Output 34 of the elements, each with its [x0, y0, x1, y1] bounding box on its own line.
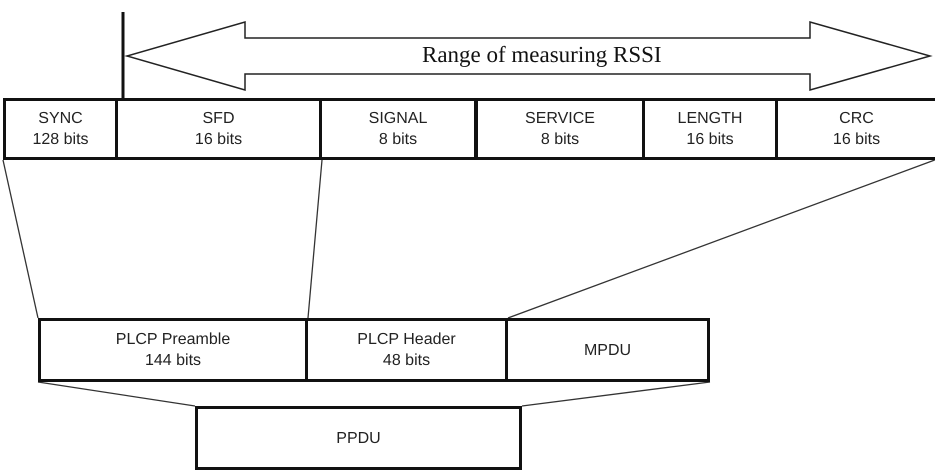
frame-field [115, 98, 322, 160]
frame-field [3, 98, 118, 160]
expansion-line [2, 160, 39, 318]
field-name: SYNC [38, 109, 83, 129]
expansion-line [307, 160, 323, 318]
frame-field [505, 318, 710, 382]
frame-field [642, 98, 778, 160]
field-name: CRC [839, 109, 874, 129]
bit-length: 8 bits [378, 130, 418, 150]
field-name: SERVICE [525, 109, 595, 129]
bit-length: 128 bits [32, 130, 89, 150]
frame-field [195, 406, 522, 470]
bit-length: 8 bits [540, 130, 580, 150]
bit-length: 16 bits [194, 130, 242, 150]
field-name: PPDU [336, 428, 381, 448]
bit-length: 16 bits [832, 130, 880, 150]
field-name: SIGNAL [368, 109, 428, 129]
bit-length: 48 bits [382, 351, 430, 371]
frame-field [38, 318, 308, 382]
expansion-line [508, 159, 935, 319]
expansion-line [38, 381, 196, 407]
field-name: SFD [202, 109, 234, 129]
range-label: Range of measuring RSSI [421, 42, 663, 68]
field-name: PLCP Header [357, 330, 456, 350]
bit-length: 144 bits [144, 351, 202, 371]
frame-field [775, 98, 935, 160]
frame-field [305, 318, 508, 382]
expansion-line [522, 381, 710, 407]
field-name: MPDU [584, 340, 632, 360]
frame-field [319, 98, 477, 160]
frame-field [475, 98, 645, 160]
field-name: LENGTH [678, 109, 742, 129]
bit-length: 16 bits [686, 130, 734, 150]
field-name: PLCP Preamble [116, 330, 230, 350]
